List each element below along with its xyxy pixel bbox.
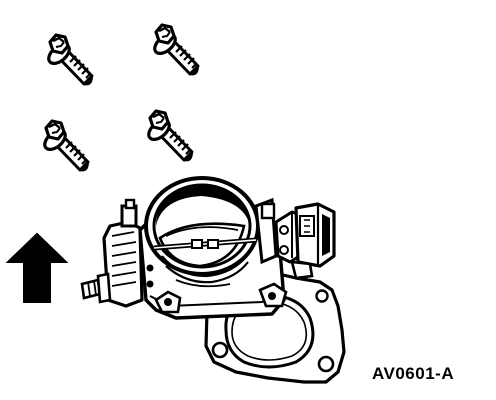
up-arrow-icon <box>5 232 69 303</box>
bolt-mid-right <box>143 109 194 162</box>
throttle-body <box>80 176 336 320</box>
bolt-top-right <box>149 23 200 76</box>
bolt-mid-left <box>39 119 90 172</box>
figure-id-label: AV0601-A <box>372 364 455 383</box>
bolt-top-left <box>43 33 94 86</box>
